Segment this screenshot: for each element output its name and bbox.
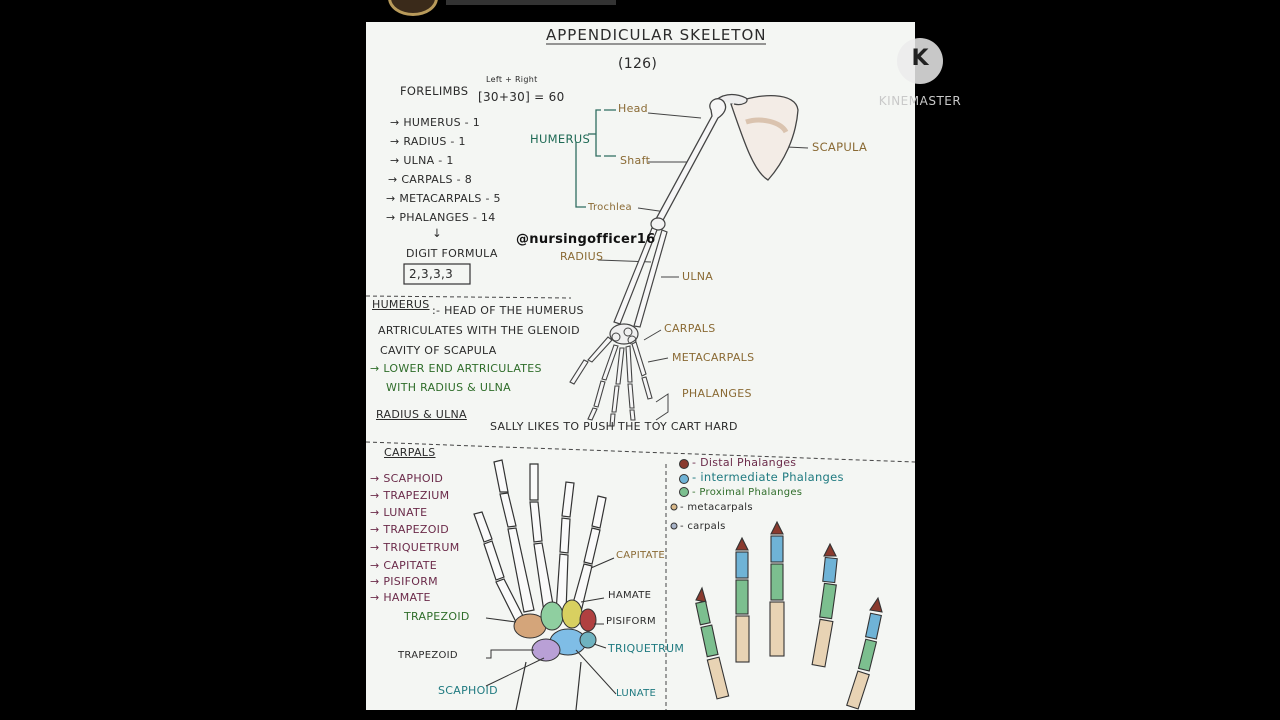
list-item: → METACARPALS - 5 xyxy=(386,192,501,205)
radius-ulna-heading: RADIUS & ULNA xyxy=(376,408,467,421)
label-capitate: CAPITATE xyxy=(616,550,666,561)
label-trapezoid: TRAPEZOID xyxy=(398,650,458,661)
list-item: → TRAPEZIUM xyxy=(370,489,450,502)
label-metacarpals: METACARPALS xyxy=(672,351,755,364)
label-phalanges: PHALANGES xyxy=(682,387,752,400)
list-item: → SCAPHOID xyxy=(370,472,444,485)
list-item: → PHALANGES - 14 xyxy=(386,211,496,224)
label-head: Head xyxy=(618,102,648,115)
drawing-layer xyxy=(366,43,915,710)
carpal-mnemonic: SALLY LIKES TO PUSH THE TOY CART HARD xyxy=(490,420,738,433)
legend-metacarpals: - metacarpals xyxy=(680,502,753,513)
legend-intermediate: - intermediate Phalanges xyxy=(692,470,844,484)
label-scapula: SCAPULA xyxy=(812,140,868,154)
list-item: → HUMERUS - 1 xyxy=(390,116,481,129)
label-trochlea: Trochlea xyxy=(588,202,632,213)
down-arrow: ↓ xyxy=(432,226,442,240)
label-pisiform: PISIFORM xyxy=(606,616,656,627)
list-item: → PISIFORM xyxy=(370,575,438,588)
forelimbs-label: FORELIMBS xyxy=(400,84,469,98)
label-shaft: Shaft xyxy=(620,154,651,167)
label-triquetrum: TRIQUETRUM xyxy=(608,642,685,655)
carpals-heading: CARPALS xyxy=(384,446,436,459)
label-radius: RADIUS xyxy=(560,250,604,263)
humerus-note-line3: CAVITY OF SCAPULA xyxy=(380,344,497,357)
kinemaster-label: KINEMASTER xyxy=(878,94,962,108)
list-item: → LUNATE xyxy=(370,506,428,519)
label-scaphoid: SCAPHOID xyxy=(438,684,498,697)
creator-handle: @nursingofficer16 xyxy=(516,232,656,247)
humerus-notes-heading: HUMERUS xyxy=(372,298,430,311)
bone-count: (126) xyxy=(618,56,658,72)
digit-formula-label: DIGIT FORMULA xyxy=(406,247,498,260)
list-item: → TRAPEZOID xyxy=(370,523,449,536)
label-carpals: CARPALS xyxy=(664,322,716,335)
list-item: → RADIUS - 1 xyxy=(390,135,466,148)
legend-proximal: - Proximal Phalanges xyxy=(692,487,803,498)
humerus-note-line5: WITH RADIUS & ULNA xyxy=(386,381,511,394)
kinemaster-logo-icon: K xyxy=(897,38,943,84)
channel-name-strip xyxy=(446,0,616,5)
humerus-note-line1: :- HEAD OF THE HUMERUS xyxy=(432,304,584,317)
list-item: → CAPITATE xyxy=(370,559,438,572)
legend-distal: - Distal Phalanges xyxy=(692,456,797,469)
notes-page: APPENDICULAR SKELETON (126) FORELIMBS [3… xyxy=(366,22,915,710)
list-item: → CARPALS - 8 xyxy=(388,173,473,186)
forelimbs-formula: [30+30] = 60 xyxy=(478,90,565,104)
label-trapezoid-top: TRAPEZOID xyxy=(404,610,470,623)
label-hamate: HAMATE xyxy=(608,590,652,601)
label-ulna: ULNA xyxy=(682,270,714,283)
left-right-note: Left + Right xyxy=(486,75,538,84)
kinemaster-watermark: K KINEMASTER xyxy=(877,38,963,118)
legend-carpals: - carpals xyxy=(680,521,726,532)
label-lunate: LUNATE xyxy=(616,688,657,699)
page-title: APPENDICULAR SKELETON xyxy=(546,26,767,44)
list-item: → TRIQUETRUM xyxy=(370,541,460,554)
label-humerus: HUMERUS xyxy=(530,132,591,146)
list-item: → ULNA - 1 xyxy=(390,154,454,167)
channel-logo xyxy=(388,0,438,16)
list-item: → HAMATE xyxy=(370,591,431,604)
humerus-note-line2: ARTRICULATES WITH THE GLENOID xyxy=(378,324,580,337)
digit-formula-value: 2,3,3,3 xyxy=(409,267,454,281)
humerus-note-line4: → LOWER END ARTRICULATES xyxy=(370,362,542,375)
